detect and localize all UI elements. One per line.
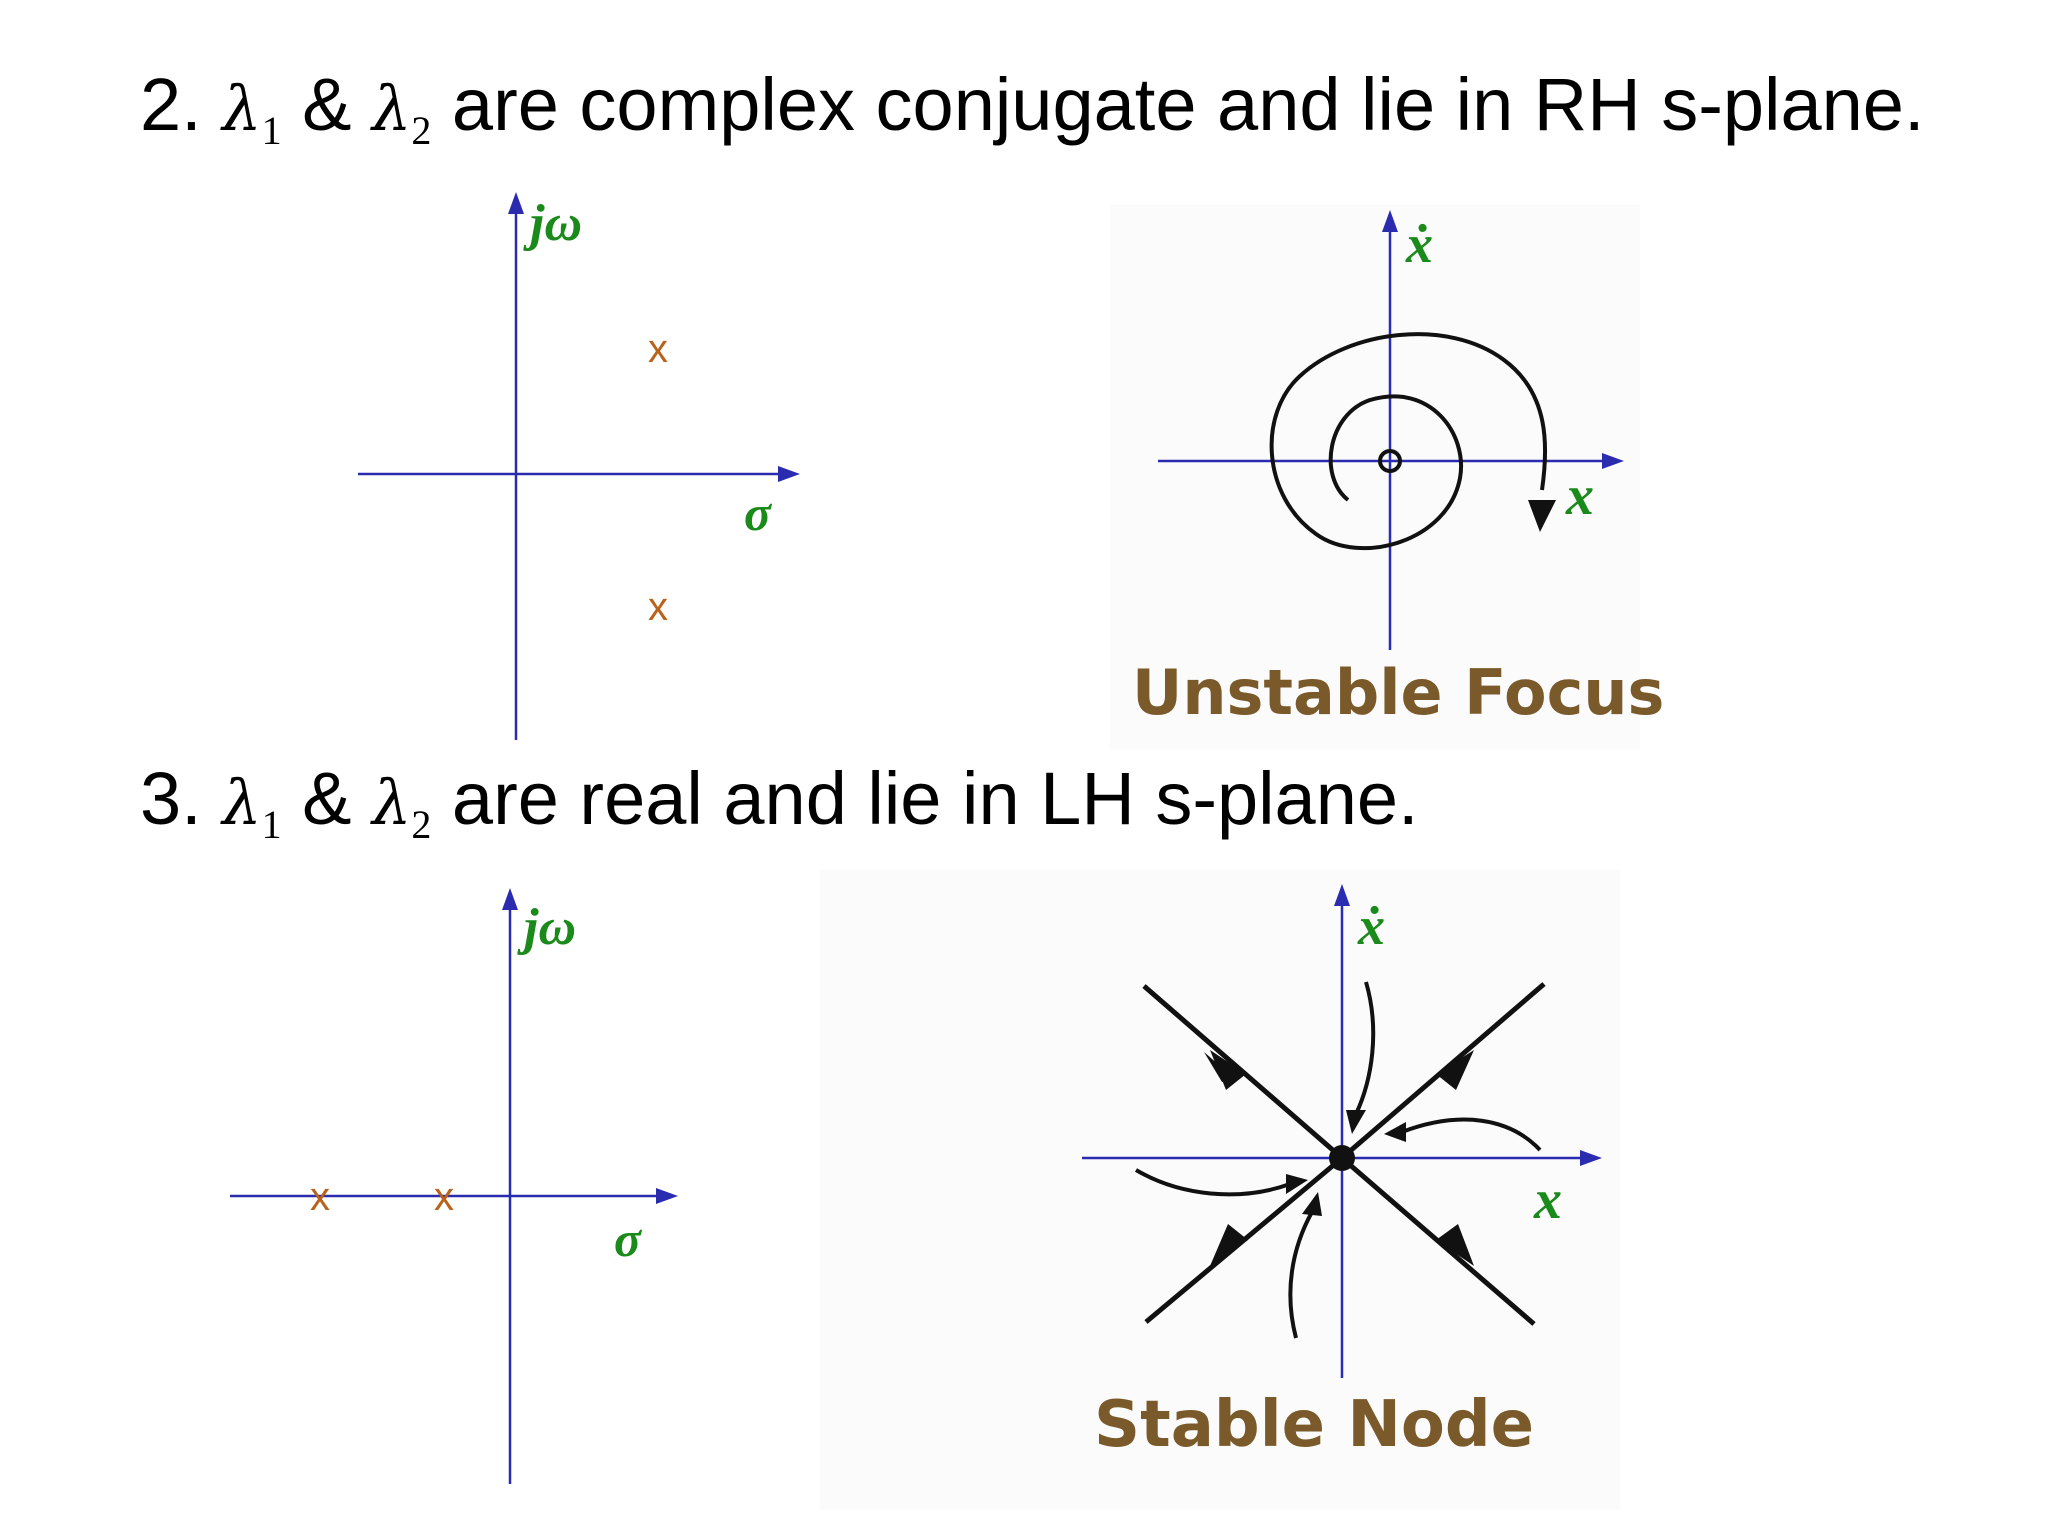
arrowhead-curve-right bbox=[1384, 1122, 1406, 1142]
trajectory-curve-top bbox=[1354, 981, 1376, 1115]
arrowhead-upper-right bbox=[1436, 1050, 1474, 1090]
lambda-2-subscript: 2 bbox=[411, 802, 432, 847]
trajectory-curve-bottom bbox=[1288, 1211, 1314, 1339]
imag-axis-label: jω bbox=[517, 899, 576, 956]
real-axis-label: σ bbox=[614, 1211, 643, 1267]
lambda-2: λ bbox=[372, 72, 412, 145]
arrowhead-lower-left bbox=[1210, 1224, 1248, 1266]
phase-portrait-stable-node: ẋ x Stable Node bbox=[820, 870, 1620, 1510]
trajectory-curve-left bbox=[1134, 1168, 1291, 1197]
pole-lower: x bbox=[648, 585, 668, 629]
heading-case-2: 2. λ1 & λ2 are complex conjugate and lie… bbox=[140, 68, 1925, 151]
arrowhead-curve-left bbox=[1286, 1174, 1308, 1194]
lambda-1: λ bbox=[222, 766, 262, 839]
lambda-2: λ bbox=[372, 766, 412, 839]
caption-unstable-focus: Unstable Focus bbox=[1132, 656, 1664, 729]
heading-number: 3. bbox=[140, 757, 202, 840]
pole-upper: x bbox=[648, 327, 668, 371]
arrowhead-upper-left bbox=[1210, 1050, 1246, 1090]
trajectory-curve-right bbox=[1401, 1117, 1542, 1152]
arrowhead-lower-right bbox=[1436, 1224, 1474, 1266]
spiral-trajectory bbox=[1269, 332, 1548, 550]
phase-x-axis-label: x bbox=[1533, 1169, 1562, 1231]
lambda-1-subscript: 1 bbox=[261, 802, 282, 847]
figure-background bbox=[820, 870, 1620, 1510]
lambda-1: λ bbox=[222, 72, 262, 145]
heading-number: 2. bbox=[140, 63, 202, 146]
real-axis-label: σ bbox=[744, 485, 773, 541]
lambda-2-subscript: 2 bbox=[411, 108, 432, 153]
pole-near-origin: x bbox=[434, 1175, 454, 1219]
arrowhead-curve-bottom bbox=[1302, 1192, 1322, 1216]
lambda-1-subscript: 1 bbox=[261, 108, 282, 153]
phase-y-axis-label: ẋ bbox=[1405, 214, 1433, 274]
phase-y-axis-label: ẋ bbox=[1357, 896, 1385, 956]
figure-background bbox=[1110, 205, 1640, 750]
phase-portrait-unstable-focus: ẋ x Unstable Focus bbox=[1110, 205, 1664, 750]
caption-stable-node: Stable Node bbox=[1094, 1388, 1534, 1462]
ampersand: & bbox=[302, 63, 352, 146]
arrowhead-curve-top bbox=[1346, 1110, 1366, 1134]
heading-case-3: 3. λ1 & λ2 are real and lie in LH s-plan… bbox=[140, 762, 1419, 845]
heading-text: are complex conjugate and lie in RH s-pl… bbox=[451, 63, 1925, 146]
s-plane-case-2: jω σ x x bbox=[358, 192, 800, 740]
imag-axis-label: jω bbox=[523, 195, 582, 252]
phase-x-axis-label: x bbox=[1565, 465, 1594, 527]
pole-far-left: x bbox=[310, 1175, 330, 1219]
origin-marker bbox=[1378, 449, 1402, 473]
s-plane-case-3: jω σ x x bbox=[230, 888, 678, 1484]
spiral-arrowhead bbox=[1528, 500, 1556, 532]
ampersand: & bbox=[302, 757, 352, 840]
origin-node bbox=[1329, 1145, 1355, 1171]
heading-text: are real and lie in LH s-plane. bbox=[451, 757, 1419, 840]
